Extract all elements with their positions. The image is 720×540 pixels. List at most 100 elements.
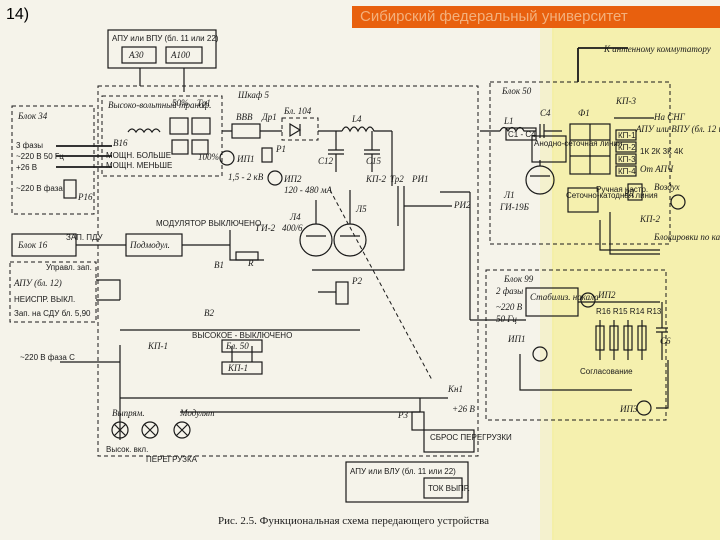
label-l4: L4 [351,114,362,124]
label-kp-right-2: КП-2 [618,143,636,152]
label-r16: Р16 [77,192,93,202]
label-bl104: Бл. 104 [283,106,312,116]
label-reset: СБРОС ПЕРЕГРУЗКИ [430,433,512,442]
figure-caption: Рис. 2.5. Функциональная схема передающе… [218,515,489,527]
label-c1c4: С1 - С4 [508,130,536,139]
label-ip1b: ИП1 [507,334,526,344]
resistor-r [235,251,259,261]
label-hv-transformer: Высоко-вольтный трансф. [108,100,211,110]
resistor-r15 [609,325,619,351]
label-cath-line: Сеточно-катодная линия [566,191,658,200]
label-to-sng: На СНГ [653,112,686,122]
label-gi19b: ГИ-19Б [499,202,530,212]
box-tok-vypr [423,477,463,499]
label-neispr-vykl: НЕИСПР. ВЫКЛ. [14,295,75,304]
box-reset [423,429,475,453]
label-to-antenna: К антенному коммутатору [603,44,711,54]
label-kp1: КП-1 [147,341,168,351]
box-bl50 [221,339,263,353]
frame-bl104 [281,117,319,141]
label-matching: Согласование [580,367,633,376]
label-l5: Л5 [355,204,367,214]
meter-box-a [171,139,189,155]
label-kn1: Кн1 [447,384,463,394]
label-cabinet-5: Шкаф 5 [237,90,270,100]
indicator-modulyat [141,421,159,439]
label-plus26-b: +26 В [452,404,475,414]
label-ip2: ИП2 [283,174,302,184]
label-b16: В16 [113,138,128,148]
relay-p3 [411,411,425,431]
label-modulator-off: МОДУЛЯТОР ВЫКЛЮЧЕНО [156,219,261,228]
label-kp2b: КП-2 [639,214,660,224]
frame-block-34 [11,105,95,215]
label-220v-50hz: ~220 В 50 Гц [16,152,64,161]
relay-rd [627,183,643,201]
label-kp-right-1: КП-1 [618,131,636,140]
kp-right-stack: КП-1 КП-2 КП-3 КП-4 [615,129,637,177]
label-tr2: Тр2 [390,174,404,184]
label-ip2b: ИП2 [597,290,616,300]
label-air: Воздух [654,182,680,192]
resistor-r13 [637,325,647,351]
university-banner: Сибирский федеральный университет [352,6,720,28]
box-apu-vpu-top [107,29,217,69]
indicator-vyprayam [111,421,129,439]
label-dr1: Др1 [261,112,277,122]
label-ip1: ИП1 [236,154,255,164]
box-kp-right-4 [615,165,637,177]
label-r-labels: R16 R15 R14 R13 [596,307,662,316]
label-gi2: ГИ-2 [255,223,276,233]
label-kp2: КП-2 [365,174,386,184]
box-c1c4 [505,127,537,141]
label-b1: В1 [214,260,224,270]
label-a100: А100 [170,50,190,60]
label-three-phase: 3 фазы [16,141,43,150]
highlight-band [552,22,720,540]
frame-cabinet-5 [97,85,479,457]
box-kp1b [221,361,263,375]
label-vysok-vkl: Высок. вкл. [106,445,148,454]
label-l4-lamp: Л4 [289,212,301,222]
label-rd: РД [623,188,636,198]
label-kv: 1,5 - 2 кВ [228,172,264,182]
label-tok-vypr: ТОК ВЫПР. [428,484,470,493]
label-from-apch: От АПЧ [640,164,674,174]
label-apu-vpu-top: АПУ или ВПУ (бл. 11 или 22) [112,34,219,43]
meter-ip1 [219,150,235,166]
label-apu-vlu-bottom: АПУ или ВЛУ (бл. 11 или 22) [350,467,456,476]
switch-50-100 [169,117,189,135]
label-power-less: МОЩН. МЕНЬШЕ [106,161,172,170]
box-apu-vlu-bottom [345,461,469,503]
label-kp1b: КП-1 [227,363,248,373]
fan-icon [670,194,686,210]
label-kp-nums: 1К 2К 3К 4К [640,147,683,156]
label-220v: ~220 В [496,302,523,312]
label-kp-right-4: КП-4 [618,167,636,176]
meter-ip2b [580,292,596,308]
box-kp-right-3 [615,153,637,165]
cathode-line [567,187,599,213]
label-ma400: 400/6 [282,223,303,233]
label-pct50: 50% [172,98,189,108]
label-block-34: Блок 34 [17,111,48,121]
frame-hv-transformer [101,95,223,177]
label-block-channel: Блокировки по каналу [653,232,720,242]
label-bl50: Бл. 50 [225,341,249,351]
label-vyprayam: Выпрям. [112,408,145,418]
label-l1: L1 [503,116,514,126]
label-50hz: 50 Гц [496,314,517,324]
label-b2: В2 [204,308,214,318]
anode-line [531,135,567,163]
label-c4: С4 [540,108,551,118]
label-c6: С6 [660,336,671,346]
label-p3: Р3 [397,410,408,420]
label-ri2: РИ2 [453,200,471,210]
indicator-peregruzka [173,421,191,439]
label-c12: С12 [318,156,334,166]
box-kp-right-1 [615,129,637,141]
label-power-more: МОЩН. БОЛЬШЕ [106,151,171,160]
meter-ip2 [267,170,283,186]
